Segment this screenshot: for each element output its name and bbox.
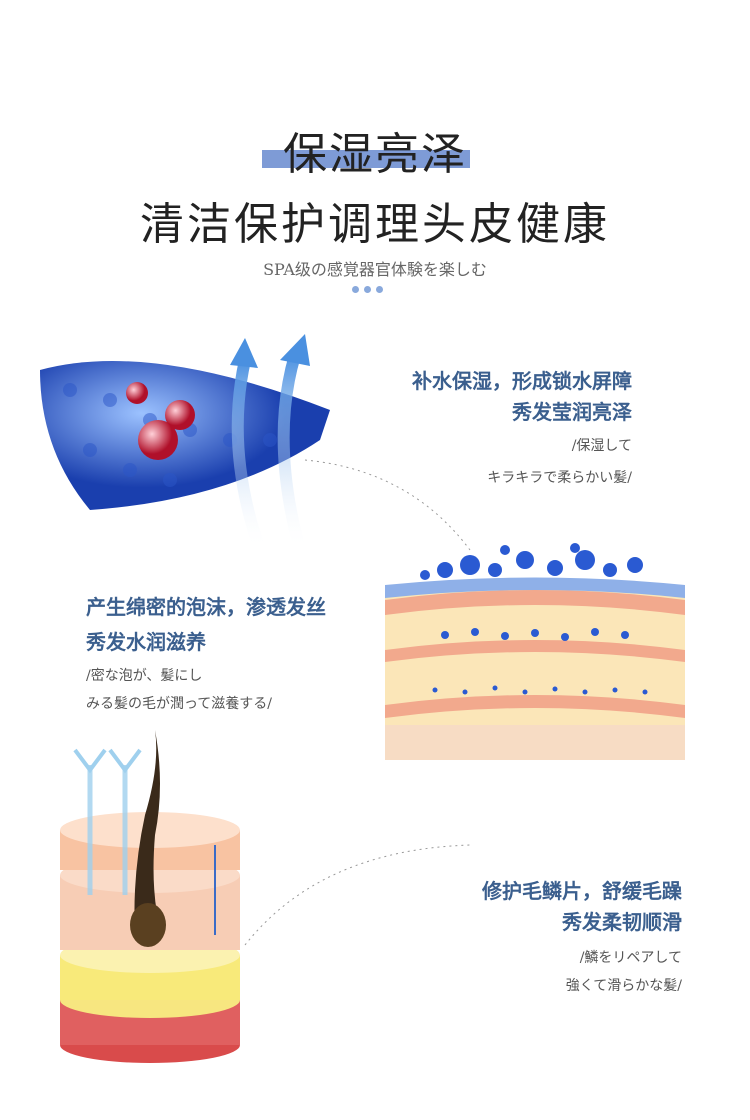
- dotted-connector: [304, 459, 471, 551]
- feature-1: 补水保湿，形成锁水屏障 秀发莹润亮泽 /保湿して キラキラで柔らかい髪/: [412, 366, 632, 492]
- feature-3-jp-2: 強くて滑らかな髪/: [565, 978, 682, 994]
- feature-2-jp-1: /密な泡が、髪にし: [86, 668, 203, 684]
- title-highlight-bar: [262, 150, 470, 168]
- feature-3-headline-1: 修护毛鳞片，舒缓毛躁: [482, 879, 682, 903]
- japanese-subtitle: SPA级の感覚器官体験を楽しむ: [263, 260, 487, 279]
- feature-1-headline-2: 秀发莹润亮泽: [512, 400, 632, 424]
- feature-1-headline-1: 补水保湿，形成锁水屏障: [412, 369, 632, 393]
- dotted-connector-2: [244, 844, 471, 946]
- hair-follicle-illustration: [60, 730, 240, 1063]
- feature-3-headline-2: 秀发柔韧顺滑: [562, 910, 682, 934]
- dots-divider: [352, 286, 383, 293]
- feature-2-headline-1: 产生绵密的泡沫，渗透发丝: [86, 595, 326, 619]
- feature-3-jp-1: /鱗をリペアして: [579, 950, 682, 966]
- feature-1-jp-2: キラキラで柔らかい髪/: [487, 470, 632, 486]
- feature-2: 产生绵密的泡沫，渗透发丝 秀发水润滋养 /密な泡が、髪にし みる髪の毛が潤って滋…: [86, 592, 326, 718]
- skin-layers-illustration: [385, 543, 685, 760]
- feature-2-headline-2: 秀发水润滋养: [86, 630, 206, 654]
- page-subtitle-main: 清洁保护调理头皮健康: [140, 199, 610, 250]
- moisture-sheet-illustration: [40, 334, 330, 552]
- page-title: 保湿亮泽: [283, 129, 467, 180]
- feature-3: 修护毛鳞片，舒缓毛躁 秀发柔韧顺滑 /鱗をリペアして 強くて滑らかな髪/: [482, 876, 682, 1000]
- feature-2-jp-2: みる髪の毛が潤って滋養する/: [86, 696, 273, 712]
- feature-1-jp-1: /保湿して: [571, 438, 632, 454]
